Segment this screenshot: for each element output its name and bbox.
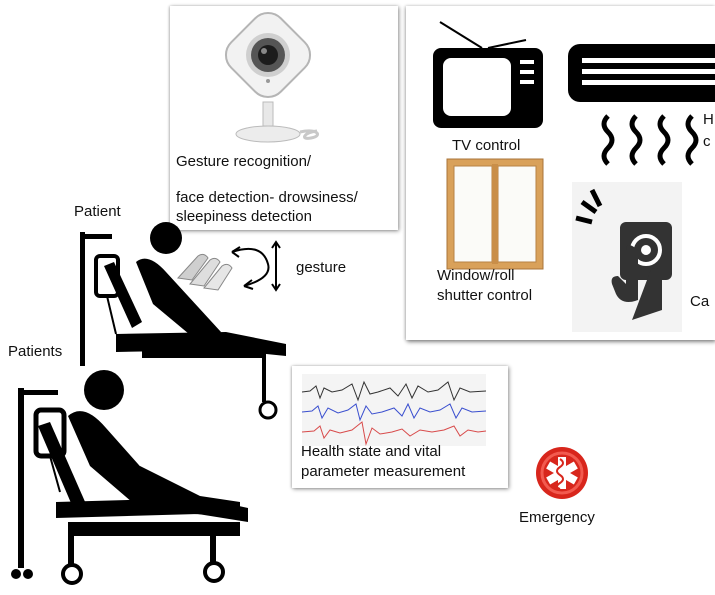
tv-label: TV control bbox=[452, 137, 521, 154]
vitals-card: Health state and vital parameter measure… bbox=[292, 366, 508, 488]
gesture-arrows-icon bbox=[228, 240, 288, 296]
camera-icon bbox=[213, 10, 323, 150]
emergency-icon[interactable] bbox=[534, 445, 590, 501]
air-conditioner-icon bbox=[568, 44, 715, 166]
patient-label: Patient bbox=[74, 203, 121, 220]
call-button-icon bbox=[572, 182, 682, 332]
signal-trace-red bbox=[301, 421, 487, 446]
heater-label-line2: c bbox=[703, 133, 711, 150]
controls-card: TV control H c Window/roll shutter contr… bbox=[406, 6, 715, 340]
patients-label: Patients bbox=[8, 343, 63, 360]
call-label: Ca bbox=[690, 293, 710, 310]
vitals-label-line2: parameter measurement bbox=[301, 463, 466, 480]
signal-trace-black bbox=[301, 380, 487, 402]
emergency-label: Emergency bbox=[519, 509, 595, 526]
signal-trace-blue bbox=[301, 402, 487, 422]
camera-card: Gesture recognition/ face detection- dro… bbox=[170, 6, 398, 230]
tv-icon bbox=[430, 18, 550, 130]
camera-label-line2: face detection- drowsiness/ bbox=[176, 189, 358, 206]
patient-bed-upper-icon bbox=[76, 222, 296, 422]
window-icon bbox=[446, 158, 544, 270]
vital-signals-chart bbox=[301, 374, 487, 446]
vitals-label-line1: Health state and vital bbox=[301, 443, 442, 460]
patient-bed-lower-icon bbox=[10, 366, 260, 586]
heater-label-line1: H bbox=[703, 111, 714, 128]
camera-label-line3: sleepiness detection bbox=[176, 208, 312, 225]
gesture-hands-icon bbox=[174, 248, 234, 294]
window-label-line1: Window/roll bbox=[437, 267, 515, 284]
window-label-line2: shutter control bbox=[437, 287, 533, 304]
camera-label-line1: Gesture recognition/ bbox=[176, 153, 312, 170]
gesture-label: gesture bbox=[296, 259, 347, 276]
